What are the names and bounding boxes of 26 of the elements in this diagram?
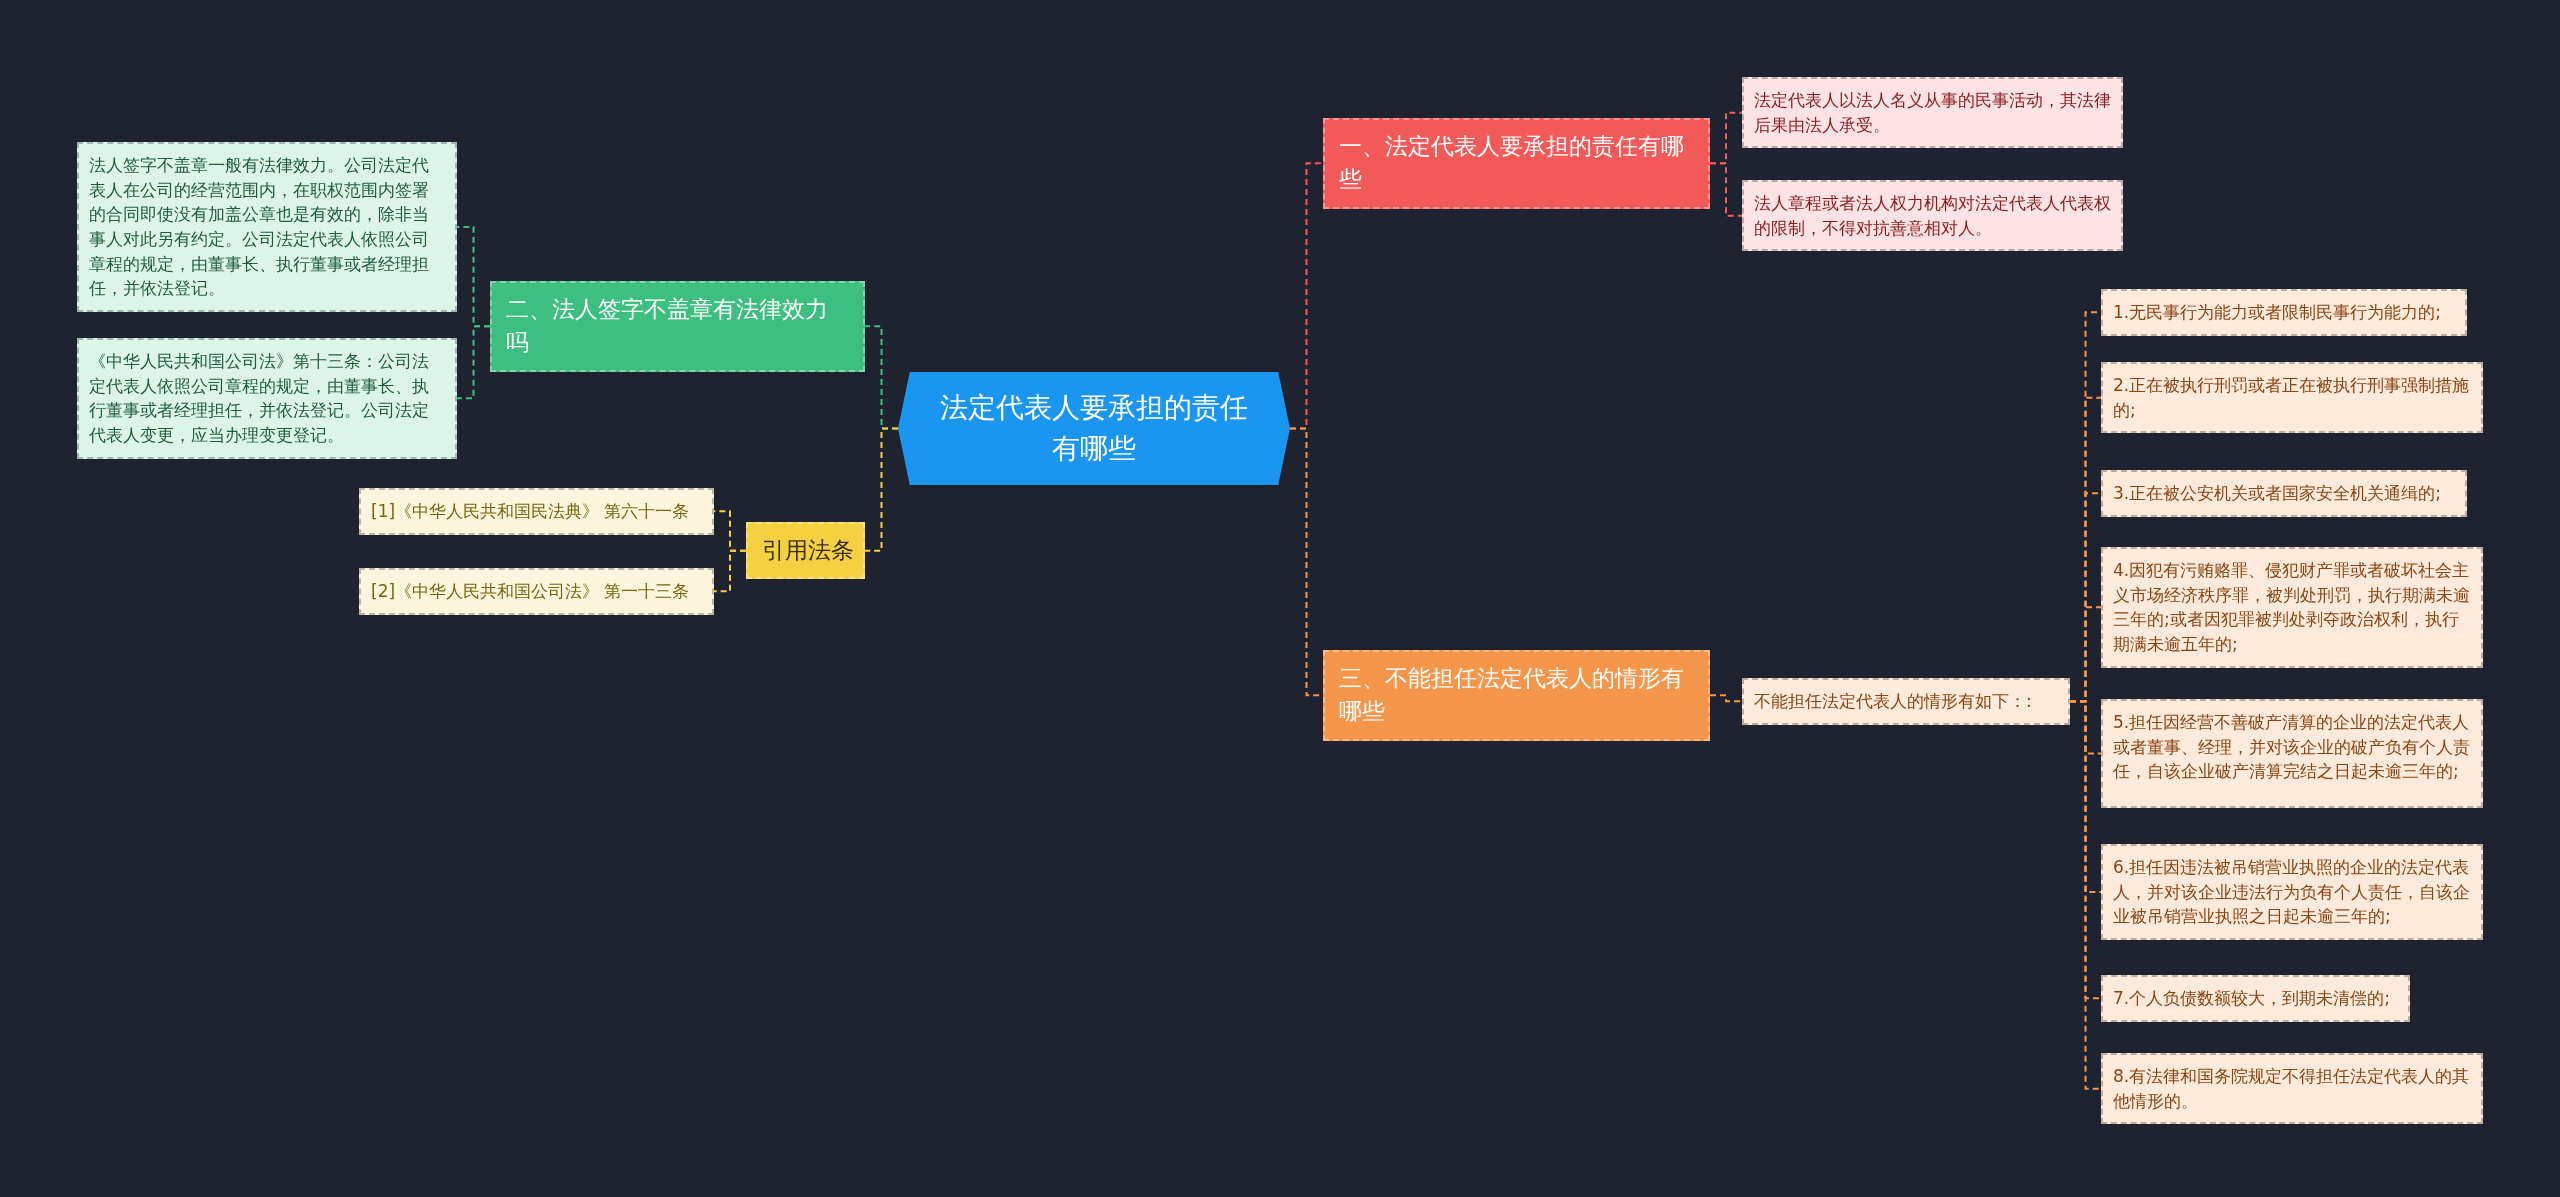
note-box: 1.无民事行为能力或者限制民事行为能力的; (2101, 289, 2467, 336)
note-box: 法定代表人以法人名义从事的民事活动，其法律后果由法人承受。 (1742, 77, 2123, 149)
note-box: 法人签字不盖章一般有法律效力。公司法定代表人在公司的经营范围内，在职权范围内签署的合同即使没有加盖公章也是有效的，除非当事人对此另有约定。公司法定代表人依照公司章程的规定，由董事长、执行董事或者经理担任，并依法登记。 (77, 142, 457, 312)
note-box: 2.正在被执行刑罚或者正在被执行刑事强制措施的; (2101, 362, 2483, 434)
topic-box: 一、法定代表人要承担的责任有哪些 (1323, 118, 1710, 209)
topic-box: 引用法条 (746, 522, 865, 580)
note-box: 4.因犯有污贿赂罪、侵犯财产罪或者破坏社会主义市场经济秩序罪，被判处刑罚，执行期满未逾三年的;或者因犯罪被判处剥夺政治权利，执行期满未逾五年的; (2101, 547, 2483, 668)
connector-line (864, 427, 899, 552)
note-box: 8.有法律和国务院规定不得担任法定代表人的其他情形的。 (2101, 1053, 2483, 1125)
central-topic: 法定代表人要承担的责任有哪些 (898, 372, 1290, 485)
connector-line (713, 549, 747, 593)
note-box: 6.担任因违法被吊销营业执照的企业的法定代表人，并对该企业违法行为负有个人责任，自该企业被吊销营业执照之日起未逾三年的; (2101, 844, 2483, 940)
note-box: 不能担任法定代表人的情形有如下：: (1742, 678, 2070, 725)
topic-box: 三、不能担任法定代表人的情形有哪些 (1323, 650, 1710, 741)
note-box: 法人章程或者法人权力机构对法定代表人代表权的限制，不得对抗善意相对人。 (1742, 180, 2123, 252)
note-box: 3.正在被公安机关或者国家安全机关通缉的; (2101, 470, 2467, 517)
topic-box: 二、法人签字不盖章有法律效力吗 (490, 281, 865, 372)
citation-box: [2]《中华人民共和国公司法》 第一十三条 (359, 568, 714, 615)
note-box: 《中华人民共和国公司法》第十三条：公司法定代表人依照公司章程的规定，由董事长、执行董事或者经理担任，并依法登记。公司法定代表人变更，应当办理变更登记。 (77, 338, 457, 459)
connector-line (1709, 694, 1743, 703)
note-box: 7.个人负债数额较大，到期未清偿的; (2101, 975, 2410, 1022)
connector-line (1709, 162, 1743, 217)
citation-box: [1]《中华人民共和国民法典》 第六十一条 (359, 488, 714, 535)
note-box: 5.担任因经营不善破产清算的企业的法定代表人或者董事、经理，并对该企业的破产负有个人责任，自该企业破产清算完结之日起未逾三年的; (2101, 699, 2483, 808)
connector-line (2069, 700, 2102, 1090)
connector-line (456, 325, 491, 400)
